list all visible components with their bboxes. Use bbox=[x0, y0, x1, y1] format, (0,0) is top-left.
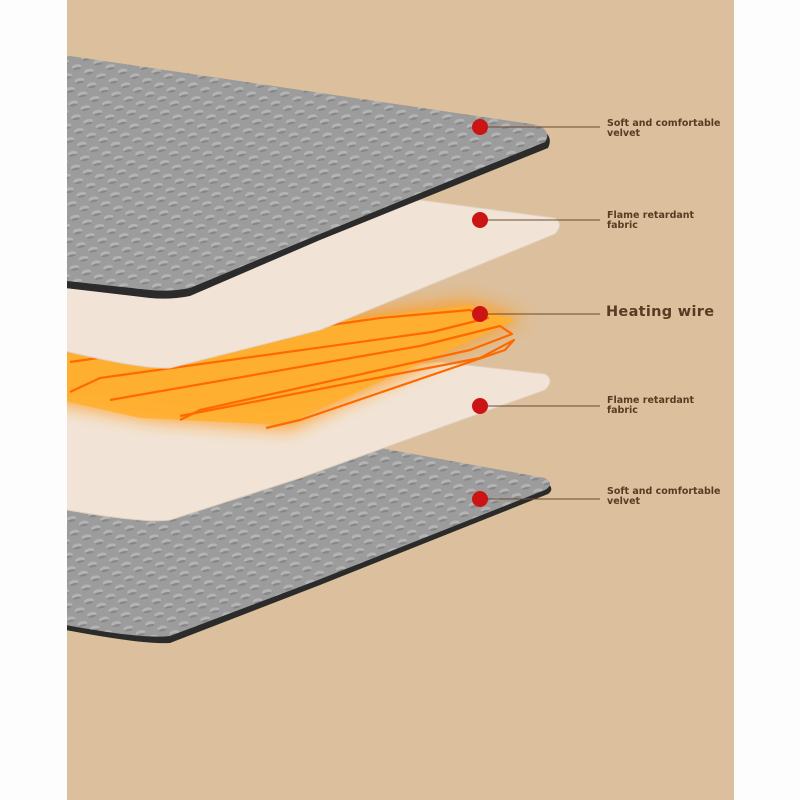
marker-dot-fabric-lower bbox=[472, 398, 488, 414]
fabric-layer-upper bbox=[67, 199, 560, 369]
left-margin bbox=[0, 0, 67, 800]
right-margin bbox=[734, 0, 800, 800]
label-heating-wire: Heating wire bbox=[606, 304, 715, 320]
heating-wire-layer bbox=[67, 300, 525, 430]
marker-dot-velvet-top bbox=[472, 119, 488, 135]
label-velvet-bottom: Soft and comfortable velvet bbox=[607, 486, 721, 508]
marker-dot-fabric-upper bbox=[472, 212, 488, 228]
marker-dot-velvet-bottom bbox=[472, 491, 488, 507]
label-fabric-lower: Flame retardant fabric bbox=[607, 395, 695, 417]
marker-dot-heating-wire bbox=[472, 306, 488, 322]
velvet-layer-top bbox=[67, 56, 550, 299]
label-fabric-upper: Flame retardant fabric bbox=[607, 210, 695, 232]
label-velvet-top: Soft and comfortable velvet bbox=[607, 118, 721, 140]
